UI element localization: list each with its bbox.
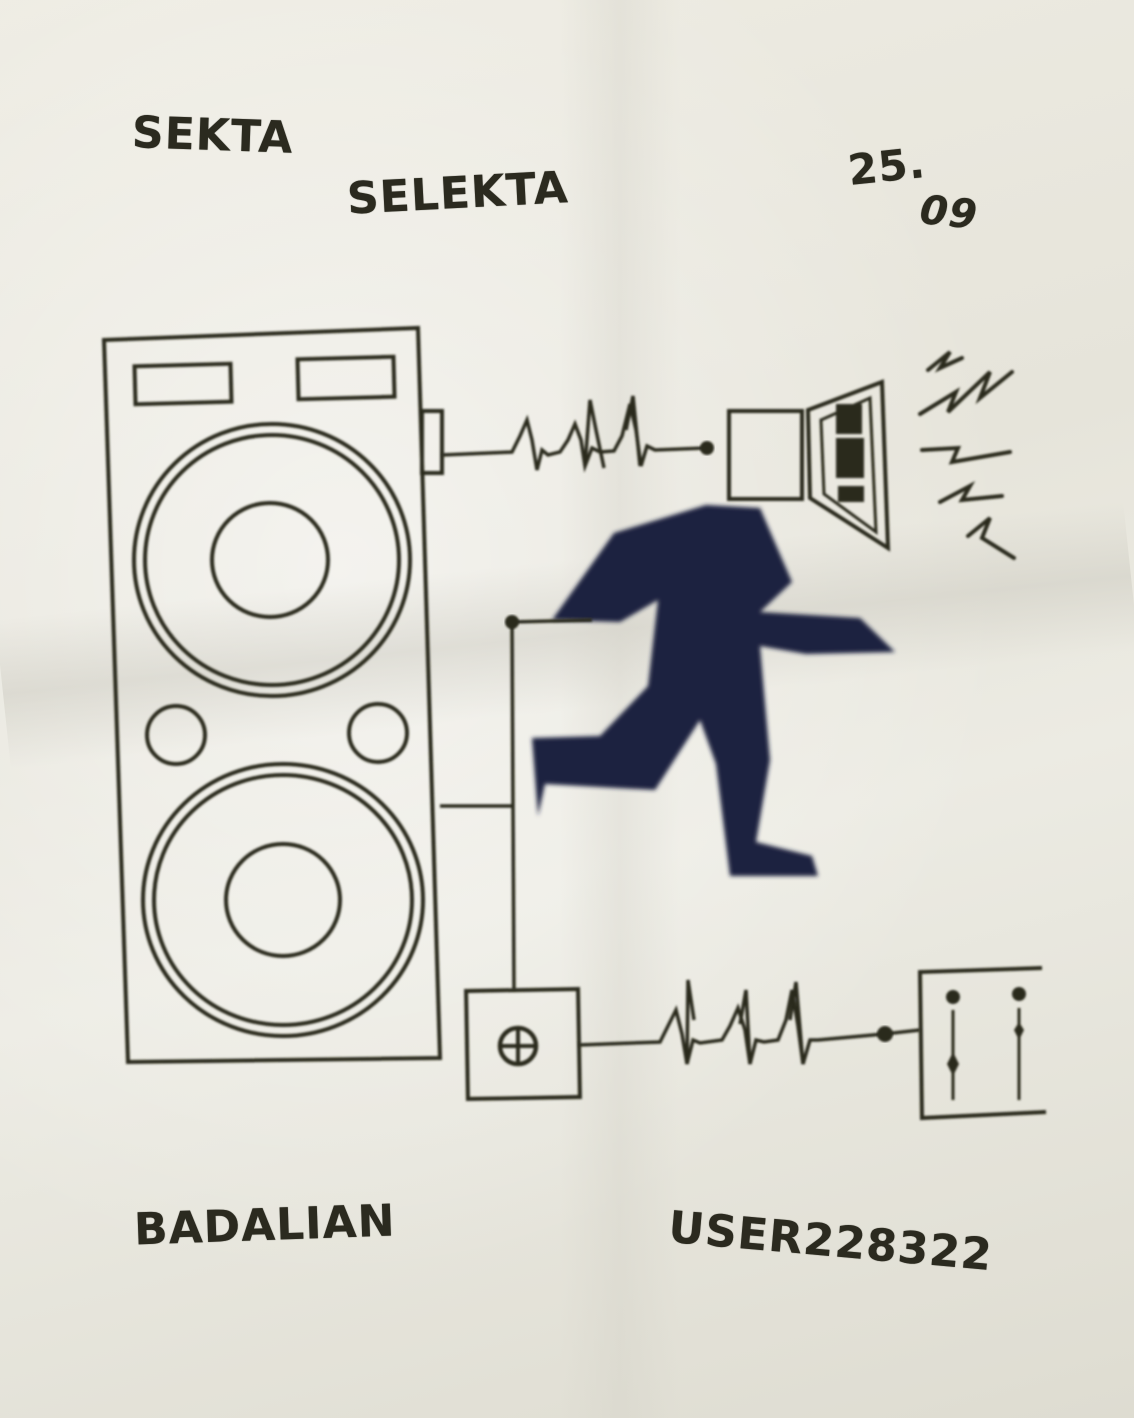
signal-node-top bbox=[700, 441, 714, 455]
power-outlet-icon bbox=[464, 986, 582, 1102]
running-figure-icon bbox=[532, 505, 895, 876]
wire-left bbox=[440, 618, 593, 991]
headline-line-1: SEKTA bbox=[131, 107, 295, 164]
speaker-cabinet-icon bbox=[101, 325, 444, 1065]
signal-wave-bottom bbox=[578, 979, 921, 1065]
sound-bolts-icon bbox=[918, 350, 1016, 560]
date-day: 25. bbox=[845, 138, 928, 195]
horn-loudspeaker-icon bbox=[727, 379, 891, 552]
signal-node-bottom bbox=[877, 1026, 893, 1042]
wire-node bbox=[505, 615, 519, 629]
date-month: 09 bbox=[917, 187, 980, 239]
artist-left: BADALIAN bbox=[133, 1195, 397, 1256]
signal-wave-top bbox=[441, 395, 707, 473]
fader-panel-icon bbox=[917, 966, 1047, 1121]
